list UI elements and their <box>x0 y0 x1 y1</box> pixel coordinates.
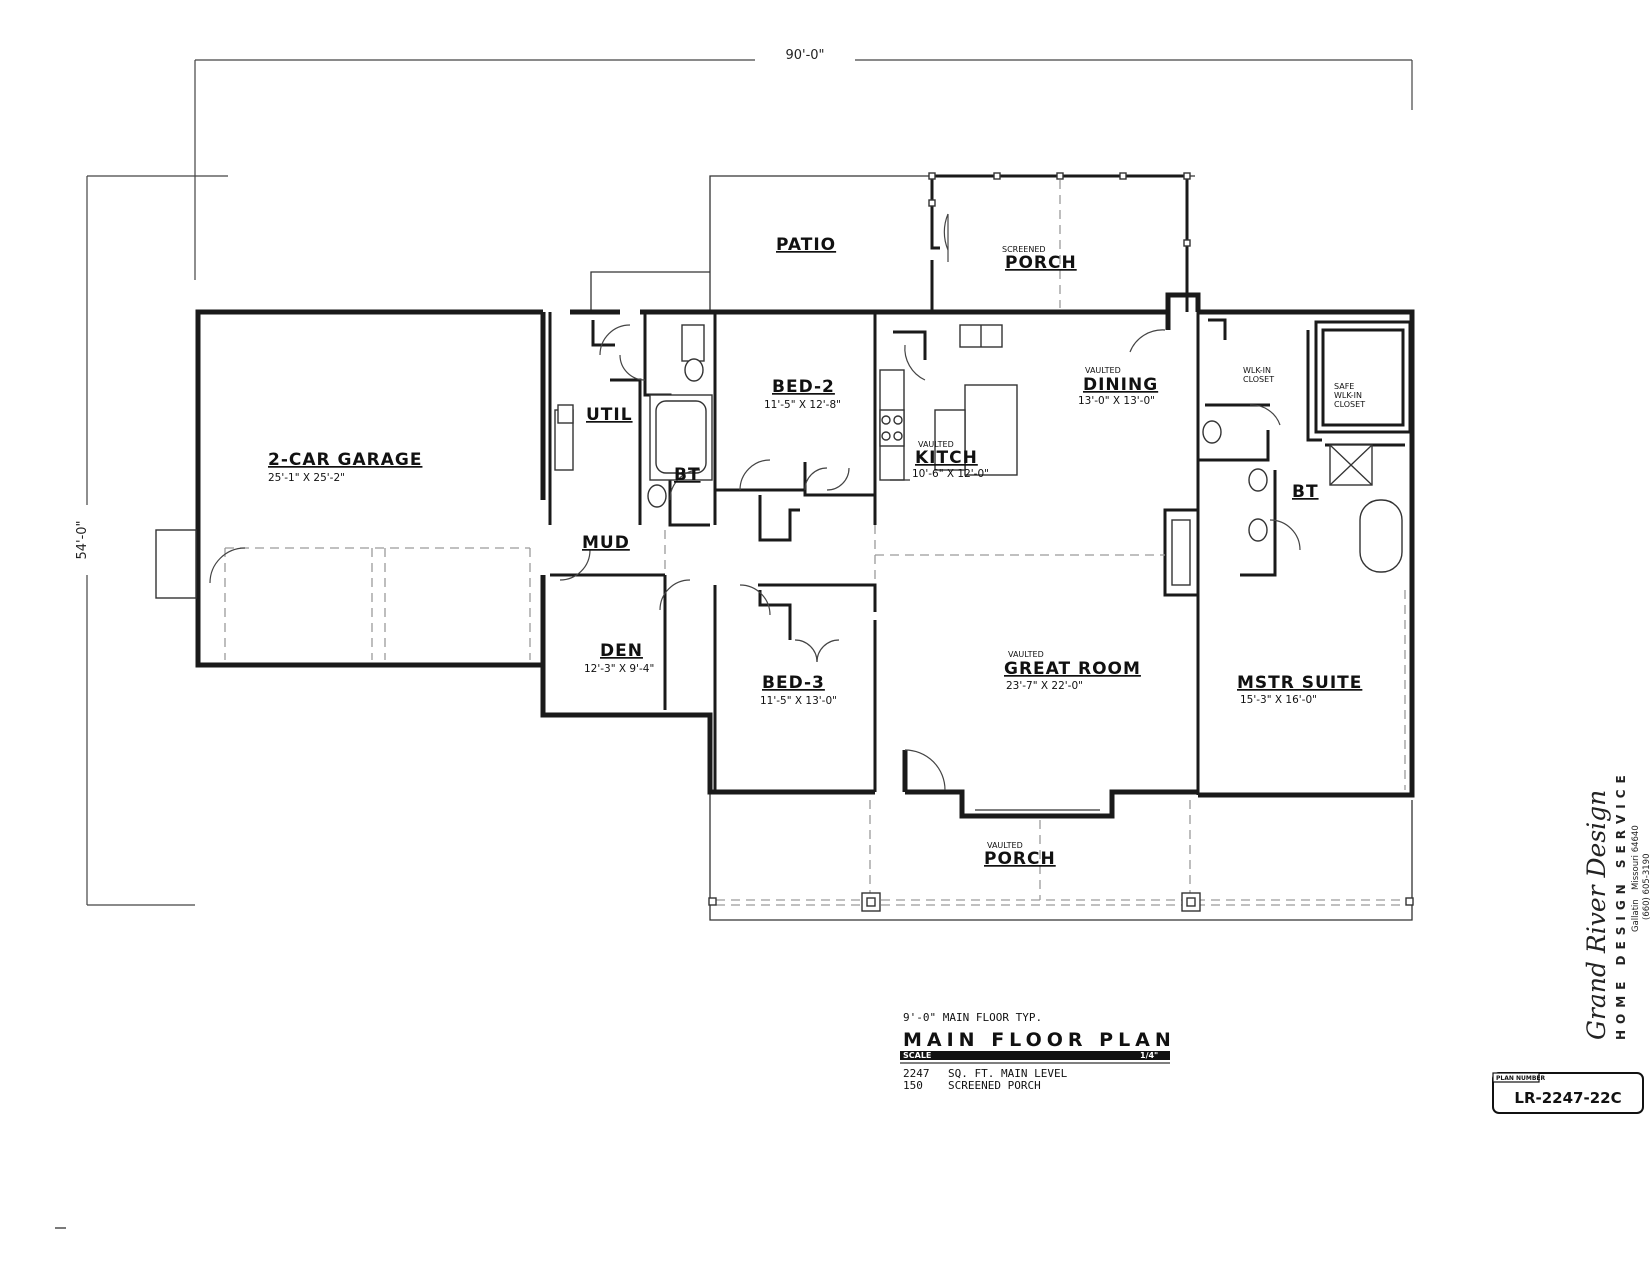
door-swings <box>209 324 1301 791</box>
master-bath-label: BT <box>1292 482 1319 502</box>
screened-porch-label: PORCH <box>1005 253 1077 273</box>
util-label: UTIL <box>586 405 633 425</box>
safe-closet-line3: CLOSET <box>1334 400 1365 409</box>
den-size: 12'-3" X 9'-4" <box>584 663 654 675</box>
room-labels: 2-CAR GARAGE 25'-1" X 25'-2" UTIL MUD BT… <box>268 235 1365 869</box>
company-city: Gallatin <box>1631 899 1641 932</box>
dining-label: DINING <box>1083 375 1158 395</box>
walk-in-closet-line1: WLK-IN <box>1243 366 1271 375</box>
company-state-zip: Missouri 64640 <box>1631 825 1641 890</box>
plan-title: MAIN FLOOR PLAN <box>903 1029 1176 1051</box>
kitchen-note: VAULTED <box>918 440 954 449</box>
great-room-label: GREAT ROOM <box>1004 659 1141 679</box>
interior-walls <box>548 312 1412 795</box>
kitchen-size: 10'-6" X 12'-0" <box>912 468 989 480</box>
garage-size: 25'-1" X 25'-2" <box>268 472 345 484</box>
area-main-label: SQ. FT. MAIN LEVEL <box>948 1067 1068 1080</box>
area-porch-value: 150 <box>903 1079 923 1092</box>
plan-number-label: PLAN NUMBER <box>1496 1075 1546 1082</box>
overall-depth-dimension: 54'-0" <box>75 520 90 559</box>
great-room-size: 23'-7" X 22'-0" <box>1006 680 1083 692</box>
front-porch-label: PORCH <box>984 849 1056 869</box>
safe-closet-line2: WLK-IN <box>1334 391 1362 400</box>
dining-size: 13'-0" X 13'-0" <box>1078 395 1155 407</box>
screened-porch-note: SCREENED <box>1002 245 1046 254</box>
screened-porch <box>928 172 1191 312</box>
walk-in-closet-line2: CLOSET <box>1243 375 1274 384</box>
garage-label: 2-CAR GARAGE <box>268 450 422 470</box>
scale-value: 1/4" <box>1140 1051 1158 1060</box>
company-phone: (660) 605-3190 <box>1642 854 1650 920</box>
kitchen-label: KITCH <box>915 448 978 468</box>
dining-note: VAULTED <box>1085 366 1121 375</box>
dimension-lines: 90'-0" 54'-0" <box>72 46 1413 906</box>
plan-number-box: PLAN NUMBER LR-2247-22C <box>1492 1072 1644 1114</box>
mud-label: MUD <box>582 533 630 553</box>
front-porch-note: VAULTED <box>987 841 1023 850</box>
great-room-note: VAULTED <box>1008 650 1044 659</box>
ceiling-note: 9'-0" MAIN FLOOR TYP. <box>903 1011 1042 1024</box>
bed3-label: BED-3 <box>762 673 825 693</box>
master-suite-label: MSTR SUITE <box>1237 673 1362 693</box>
master-suite-size: 15'-3" X 16'-0" <box>1240 694 1317 706</box>
front-porch <box>708 790 1414 921</box>
scale-label: SCALE <box>903 1051 931 1060</box>
title-block: 9'-0" MAIN FLOOR TYP. MAIN FLOOR PLAN SC… <box>900 1011 1176 1092</box>
bed2-size: 11'-5" X 12'-8" <box>764 399 841 411</box>
patio-area <box>590 175 1195 312</box>
plan-number-value: LR-2247-22C <box>1514 1089 1621 1107</box>
area-porch-label: SCREENED PORCH <box>948 1079 1041 1092</box>
company-branding: Grand River Design HOME DESIGN SERVICE G… <box>1582 769 1650 1040</box>
company-tagline: HOME DESIGN SERVICE <box>1614 769 1628 1040</box>
exterior-walls <box>155 292 1415 819</box>
area-main-value: 2247 <box>903 1067 930 1080</box>
bed3-size: 11'-5" X 13'-0" <box>760 695 837 707</box>
den-label: DEN <box>600 641 643 661</box>
bed2-label: BED-2 <box>772 377 835 397</box>
patio-label: PATIO <box>776 235 836 255</box>
hall-bath-label: BT <box>674 465 701 485</box>
overall-width-dimension: 90'-0" <box>785 48 824 63</box>
company-name: Grand River Design <box>1582 790 1611 1040</box>
safe-closet-line1: SAFE <box>1334 382 1354 391</box>
